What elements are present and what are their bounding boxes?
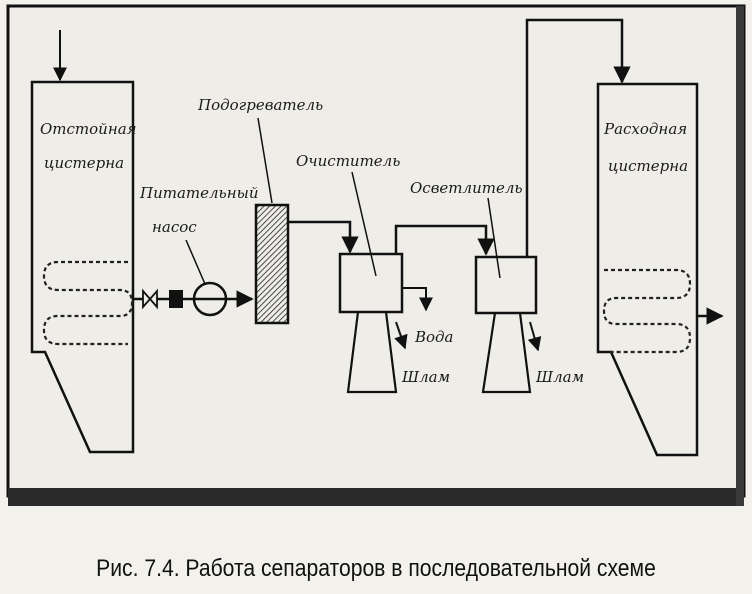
settling-heating-coil bbox=[42, 260, 134, 346]
service-heating-coil bbox=[602, 268, 692, 354]
clarifier-to-service-tank bbox=[525, 18, 631, 257]
diagram-panel bbox=[6, 4, 746, 498]
purifier-sludge-label: Шлам bbox=[402, 368, 451, 386]
pump-label-leader bbox=[185, 239, 206, 285]
clarifier-label-leader bbox=[487, 197, 501, 279]
purifier-to-clarifier bbox=[394, 224, 495, 256]
clarifier-label: Осветлитель bbox=[410, 179, 523, 197]
panel-right-shadow bbox=[736, 6, 744, 506]
feed-pump-label-line2: насос bbox=[152, 218, 197, 236]
feed-pump bbox=[185, 239, 254, 317]
water-outlet bbox=[402, 287, 433, 312]
clarifier-sludge-label: Шлам bbox=[536, 368, 585, 386]
purifier bbox=[338, 171, 495, 394]
clarifier bbox=[474, 18, 631, 394]
purifier-sludge-outlet bbox=[394, 321, 408, 350]
filter-icon bbox=[169, 290, 183, 308]
water-label: Вода bbox=[415, 328, 454, 346]
settling-tank bbox=[30, 30, 135, 454]
heater-label: Подогреватель bbox=[198, 96, 324, 114]
suction-line bbox=[133, 288, 195, 310]
heater bbox=[254, 117, 359, 325]
purifier-label: Очиститель bbox=[296, 152, 401, 170]
settling-tank-label-line2: цистерна bbox=[44, 154, 125, 172]
clarifier-sludge-outlet bbox=[527, 321, 542, 352]
panel-bottom-shadow bbox=[8, 488, 744, 506]
service-tank bbox=[596, 82, 724, 457]
valve-icon bbox=[142, 288, 158, 310]
feed-pump-label-line1: Питательный bbox=[140, 184, 259, 202]
settling-tank-label-line1: Отстойная bbox=[40, 120, 137, 138]
service-tank-label-line2: цистерна bbox=[608, 157, 689, 175]
purifier-label-leader bbox=[351, 171, 377, 277]
figure-caption: Рис. 7.4. Работа сепараторов в последова… bbox=[96, 555, 656, 582]
service-tank-label-line1: Расходная bbox=[604, 120, 688, 138]
heater-label-leader bbox=[257, 117, 273, 204]
